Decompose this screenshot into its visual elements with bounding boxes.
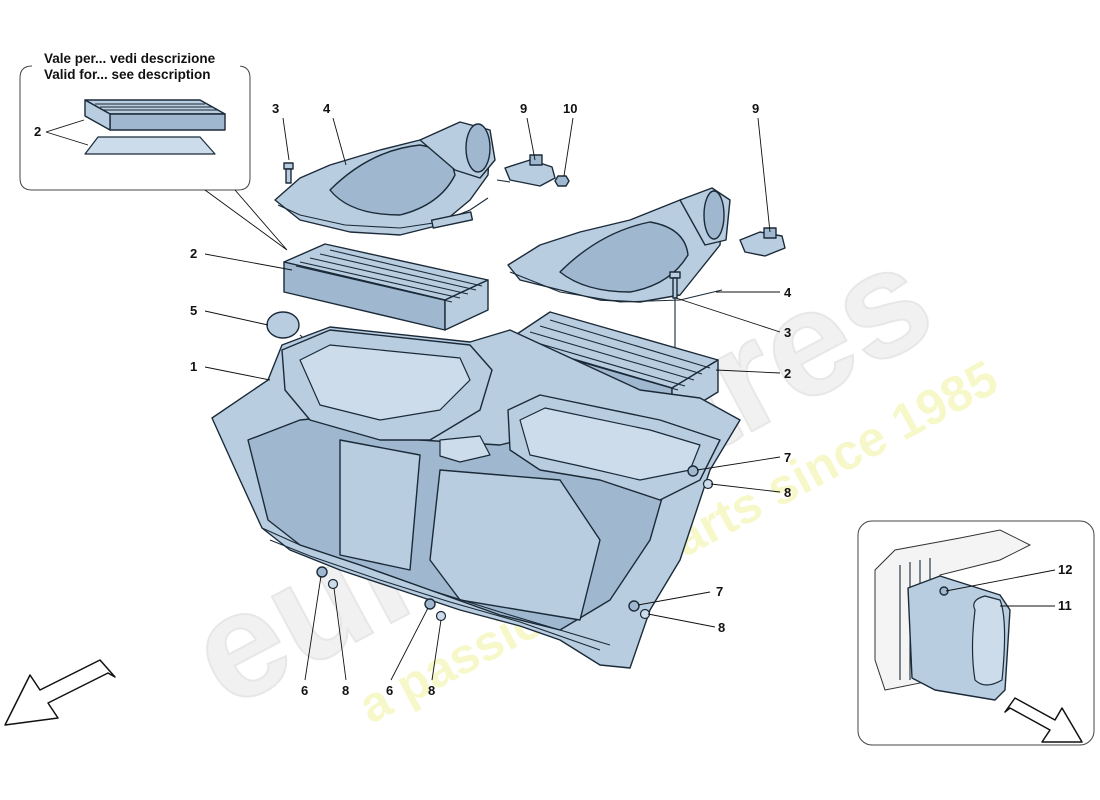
callout-washer-right-a: 8 [784,485,791,500]
grommet-right-a [687,465,699,477]
inset-pointer [204,189,288,251]
callout-bolt-right: 3 [784,325,791,340]
inset-note-line1: Vale per... vedi descrizione [44,51,216,66]
callout-filter-right: 2 [784,366,791,381]
callout-grommet-bottom-b: 6 [386,683,393,698]
callout-inset-filter: 2 [34,124,41,139]
inset-gasket [84,136,216,155]
callout-housing-left: 4 [323,101,331,116]
nut [554,175,570,187]
direction-arrow-right [1004,697,1083,743]
inset-filter-variant: Vale per... vedi descrizione Valid for..… [19,48,288,251]
grommet-bottom-b [424,598,436,610]
callout-cap: 5 [190,303,197,318]
sensor-right [739,227,786,257]
callout-grommet-bottom-a: 6 [301,683,308,698]
callout-bolt-left: 3 [272,101,279,116]
callout-sensor-left: 9 [520,101,527,116]
grommet-bottom-a [316,566,328,578]
callout-washer-bottom-a: 8 [342,683,349,698]
callout-sensor-right: 9 [752,101,759,116]
grommet-right-b [628,600,640,612]
inset-duct [857,520,1095,746]
airbox [211,326,741,669]
intake-housing-left [274,121,496,236]
callout-airbox: 1 [190,359,197,374]
callout-labels: 3 4 9 10 9 2 5 1 4 3 2 7 8 7 8 6 8 6 8 1… [190,101,1072,698]
bolt-left [283,162,294,184]
sensor-left [496,154,556,187]
washer-bottom-a [327,578,339,590]
intake-housing-right [507,187,731,303]
air-filter-left [283,243,489,331]
callout-duct: 11 [1058,598,1072,613]
washer-bottom-b [435,610,447,622]
leader-lines [204,117,1056,681]
callout-filter-left: 2 [190,246,197,261]
callout-grommet-right-a: 7 [784,450,791,465]
callout-washer-right-b: 8 [718,620,725,635]
callout-washer-bottom-b: 8 [428,683,435,698]
direction-arrow-left [4,659,116,726]
callout-nut: 10 [563,101,577,116]
callout-bracket-clip: 12 [1058,562,1072,577]
callout-housing-right: 4 [784,285,792,300]
callout-grommet-right-b: 7 [716,584,723,599]
inset-note-line2: Valid for... see description [44,67,211,82]
